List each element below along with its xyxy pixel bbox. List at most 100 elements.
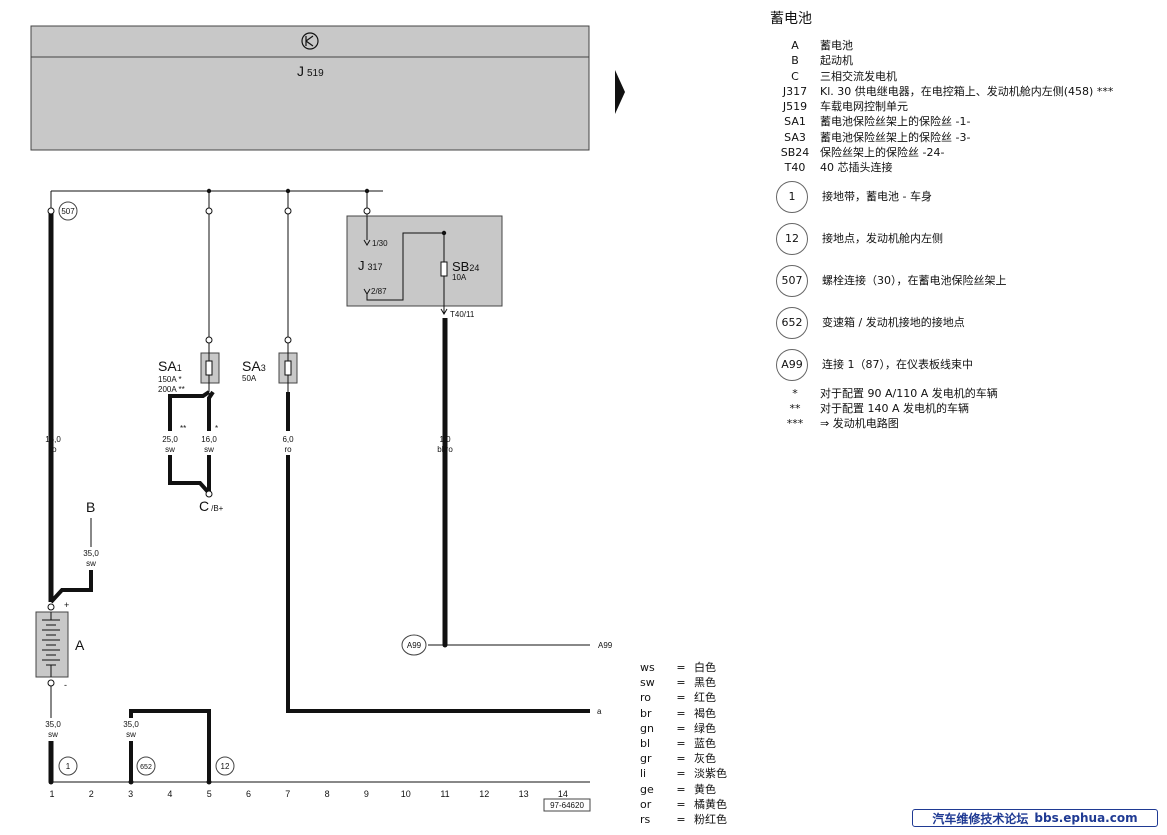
b-label: B [86,499,95,515]
wire-label-35c: 35,0 [123,720,139,729]
grid-number: 1 [49,789,54,799]
forum-url: bbs.ephua.com [1034,811,1138,825]
wire-color-sw-3: sw [86,559,96,568]
color-eq: = [676,676,686,690]
color-code: ws [640,661,655,674]
color-eq: = [676,797,686,811]
grid-number: 13 [519,789,529,799]
legend-key: C [791,69,799,83]
legend-key: SB24 [780,146,810,160]
circle-507-label: 507 [61,207,75,216]
color-name: 蓝色 [694,737,716,751]
sa3-label: SA [242,358,261,374]
legend-note-text: 对于配置 140 A 发电机的车辆 [820,401,970,415]
color-name: 黑色 [694,676,716,690]
color-row: ge=黄色 [640,782,727,797]
circle-a99-label: A99 [407,641,422,650]
legend-key: B [791,54,799,68]
svg-text:J519: J519 [297,63,324,79]
color-code: or [640,797,652,811]
color-eq: = [676,752,686,766]
color-name: 白色 [694,661,716,674]
sa1-rating-1: 150A * [158,375,182,384]
wire-color-sw-1: sw [165,445,175,454]
svg-text:SB24: SB24 [452,259,479,274]
legend-circle-row: 12 接地点，发动机舱内左侧 [770,218,1160,260]
relay-pin-1-30: 1/30 [372,239,388,248]
legend-text: 保险丝架上的保险丝 -24- [820,146,945,160]
color-code: ro [640,691,652,705]
svg-text:SA1: SA1 [158,358,182,374]
color-code: gr [640,752,652,766]
legend-note-row: *** ⇒ 发动机电路图 [770,416,1160,431]
wire-color-ro-2: ro [284,445,292,454]
wire-label-35: 35,0 [83,549,99,558]
forum-name: 汽车维修技术论坛 [932,811,1029,826]
color-name: 橘黄色 [694,797,727,811]
wire-label-6: 6,0 [282,435,294,444]
color-eq: = [676,782,686,796]
color-eq: = [676,813,686,827]
color-code: gn [640,721,654,735]
color-eq: = [676,691,686,705]
color-eq: = [676,706,686,720]
legend-note-key: *** [786,417,804,431]
legend-key: SA3 [784,130,806,144]
color-name: 褐色 [694,706,716,720]
battery-a [35,611,69,678]
sa1-sub: 1 [177,363,182,373]
sa3-rating: 50A [242,374,257,383]
legend-text: Kl. 30 供电继电器，在电控箱上、发动机舱内左侧(458) *** [820,84,1114,98]
legend-circle-text: 接地点，发动机舱内左侧 [822,232,943,246]
legend-note-text: 对于配置 90 A/110 A 发电机的车辆 [820,386,998,400]
ground-icon [301,32,319,50]
legend-text: 车载电网控制单元 [820,100,908,114]
header-band-top [30,25,590,58]
legend-text: 蓄电池保险丝架上的保险丝 -1- [820,115,971,129]
connection-a99 [401,634,427,656]
connector-t40-11: T40/11 [450,310,475,319]
legend-circle-key: 1 [776,180,808,213]
wire-label-1: 1,0 [439,435,451,444]
ground-point-652 [136,756,156,776]
wire-color-blro: bl/ro [437,445,453,454]
color-row: br = 褐色 [640,706,727,721]
color-name: 粉红色 [694,813,727,827]
color-row: gn=绿色 [640,721,727,736]
legend-circle-key: 652 [776,306,808,339]
sb-label: SB [452,259,469,274]
sa1-label: SA [158,358,177,374]
legend-note-text: ⇒ 发动机电路图 [820,417,899,431]
grid-number: 14 [558,789,568,799]
wire-color-sw-5: sw [126,730,136,739]
forum-watermark[interactable]: 汽车维修技术论坛 bbs.ephua.com [912,809,1158,827]
svg-text:J317: J317 [358,258,383,273]
wire-label-16b: 16,0 [201,435,217,444]
color-code: bl [640,737,651,751]
grid-number: 9 [364,789,369,799]
doc-number: 97-64620 [550,801,584,810]
grid-number: 7 [285,789,290,799]
grid-number: 6 [246,789,251,799]
legend-note-key: ** [789,401,801,415]
color-name: 红色 [694,691,716,705]
legend-circle-key: 12 [776,222,808,255]
unit-label: J [297,63,304,79]
grid-number: 2 [89,789,94,799]
ground-point-1 [58,756,78,776]
legend-circle-key: 507 [776,264,808,297]
color-code: br [640,706,652,720]
continue-arrow-icon[interactable] [615,70,625,114]
legend-text: 三相交流发电机 [820,69,897,83]
wire-label-35b: 35,0 [45,720,61,729]
grid-number: 5 [207,789,212,799]
